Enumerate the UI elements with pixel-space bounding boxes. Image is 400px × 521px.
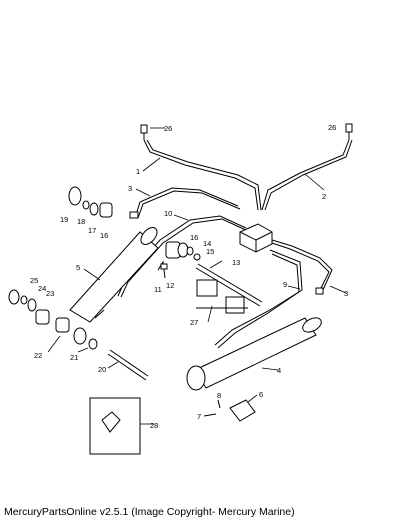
callout-27: 27 [190, 318, 198, 327]
pin-20 [107, 349, 149, 381]
part-12 [160, 263, 168, 270]
callout-9: 9 [283, 280, 287, 289]
callout-15: 15 [206, 247, 214, 256]
callout-23: 23 [46, 289, 54, 298]
callout-26-left: 26 [164, 124, 172, 133]
callout-10: 10 [164, 209, 172, 218]
callout-7: 7 [197, 412, 201, 421]
callout-19: 19 [60, 215, 68, 224]
leader-lines [47, 127, 347, 425]
hardware-19 [68, 186, 82, 206]
detail-28 [89, 397, 141, 455]
screw-8 [217, 399, 221, 409]
callout-13: 13 [232, 258, 240, 267]
hose-3-left [129, 187, 241, 219]
callout-22: 22 [34, 351, 42, 360]
valve-block [239, 223, 273, 253]
block-27 [196, 279, 248, 314]
washer-18 [82, 200, 90, 210]
callout-1: 1 [136, 167, 140, 176]
callout-3-right: 3 [344, 289, 348, 298]
callout-16-lower: 16 [100, 231, 108, 240]
callout-3-left: 3 [128, 184, 132, 193]
callout-6: 6 [259, 390, 263, 399]
callout-26-right: 26 [328, 123, 336, 132]
callout-11: 11 [154, 285, 162, 294]
hose-1 [143, 139, 262, 211]
callout-21: 21 [70, 353, 78, 362]
washer-17 [89, 202, 99, 216]
screw-7 [203, 413, 217, 417]
washer-21 [73, 327, 98, 350]
callout-18: 18 [77, 217, 85, 226]
rod-13 [195, 263, 263, 307]
cylinder-5 [69, 227, 159, 323]
callout-14: 14 [203, 239, 211, 248]
part-14 [186, 246, 194, 256]
callout-25: 25 [30, 276, 38, 285]
callout-8: 8 [217, 391, 221, 400]
part-23 [27, 298, 37, 312]
part-25 [8, 289, 20, 305]
callout-28: 28 [150, 421, 158, 430]
fitting-26-right [345, 123, 353, 140]
callout-20: 20 [98, 365, 106, 374]
cylinder-4 [186, 317, 322, 391]
callout-12: 12 [166, 281, 174, 290]
callout-16-upper: 16 [190, 233, 198, 242]
bracket-6 [229, 399, 256, 422]
footer-copyright: MercuryPartsOnline v2.5.1 (Image Copyrig… [4, 506, 295, 518]
callout-5: 5 [76, 263, 80, 272]
callout-24: 24 [38, 284, 46, 293]
hose-9 [214, 249, 303, 349]
callout-4: 4 [277, 366, 281, 375]
bushing-16-upper [165, 241, 189, 259]
part-15 [193, 253, 201, 261]
bushing-22 [35, 309, 70, 333]
callout-17: 17 [88, 226, 96, 235]
fitting-26-left [140, 124, 148, 140]
callout-2: 2 [322, 192, 326, 201]
bushing-16-lower [99, 202, 113, 218]
part-11 [157, 260, 166, 279]
hose-2 [261, 139, 353, 211]
hose-3-right [271, 239, 333, 295]
part-24 [20, 295, 28, 305]
